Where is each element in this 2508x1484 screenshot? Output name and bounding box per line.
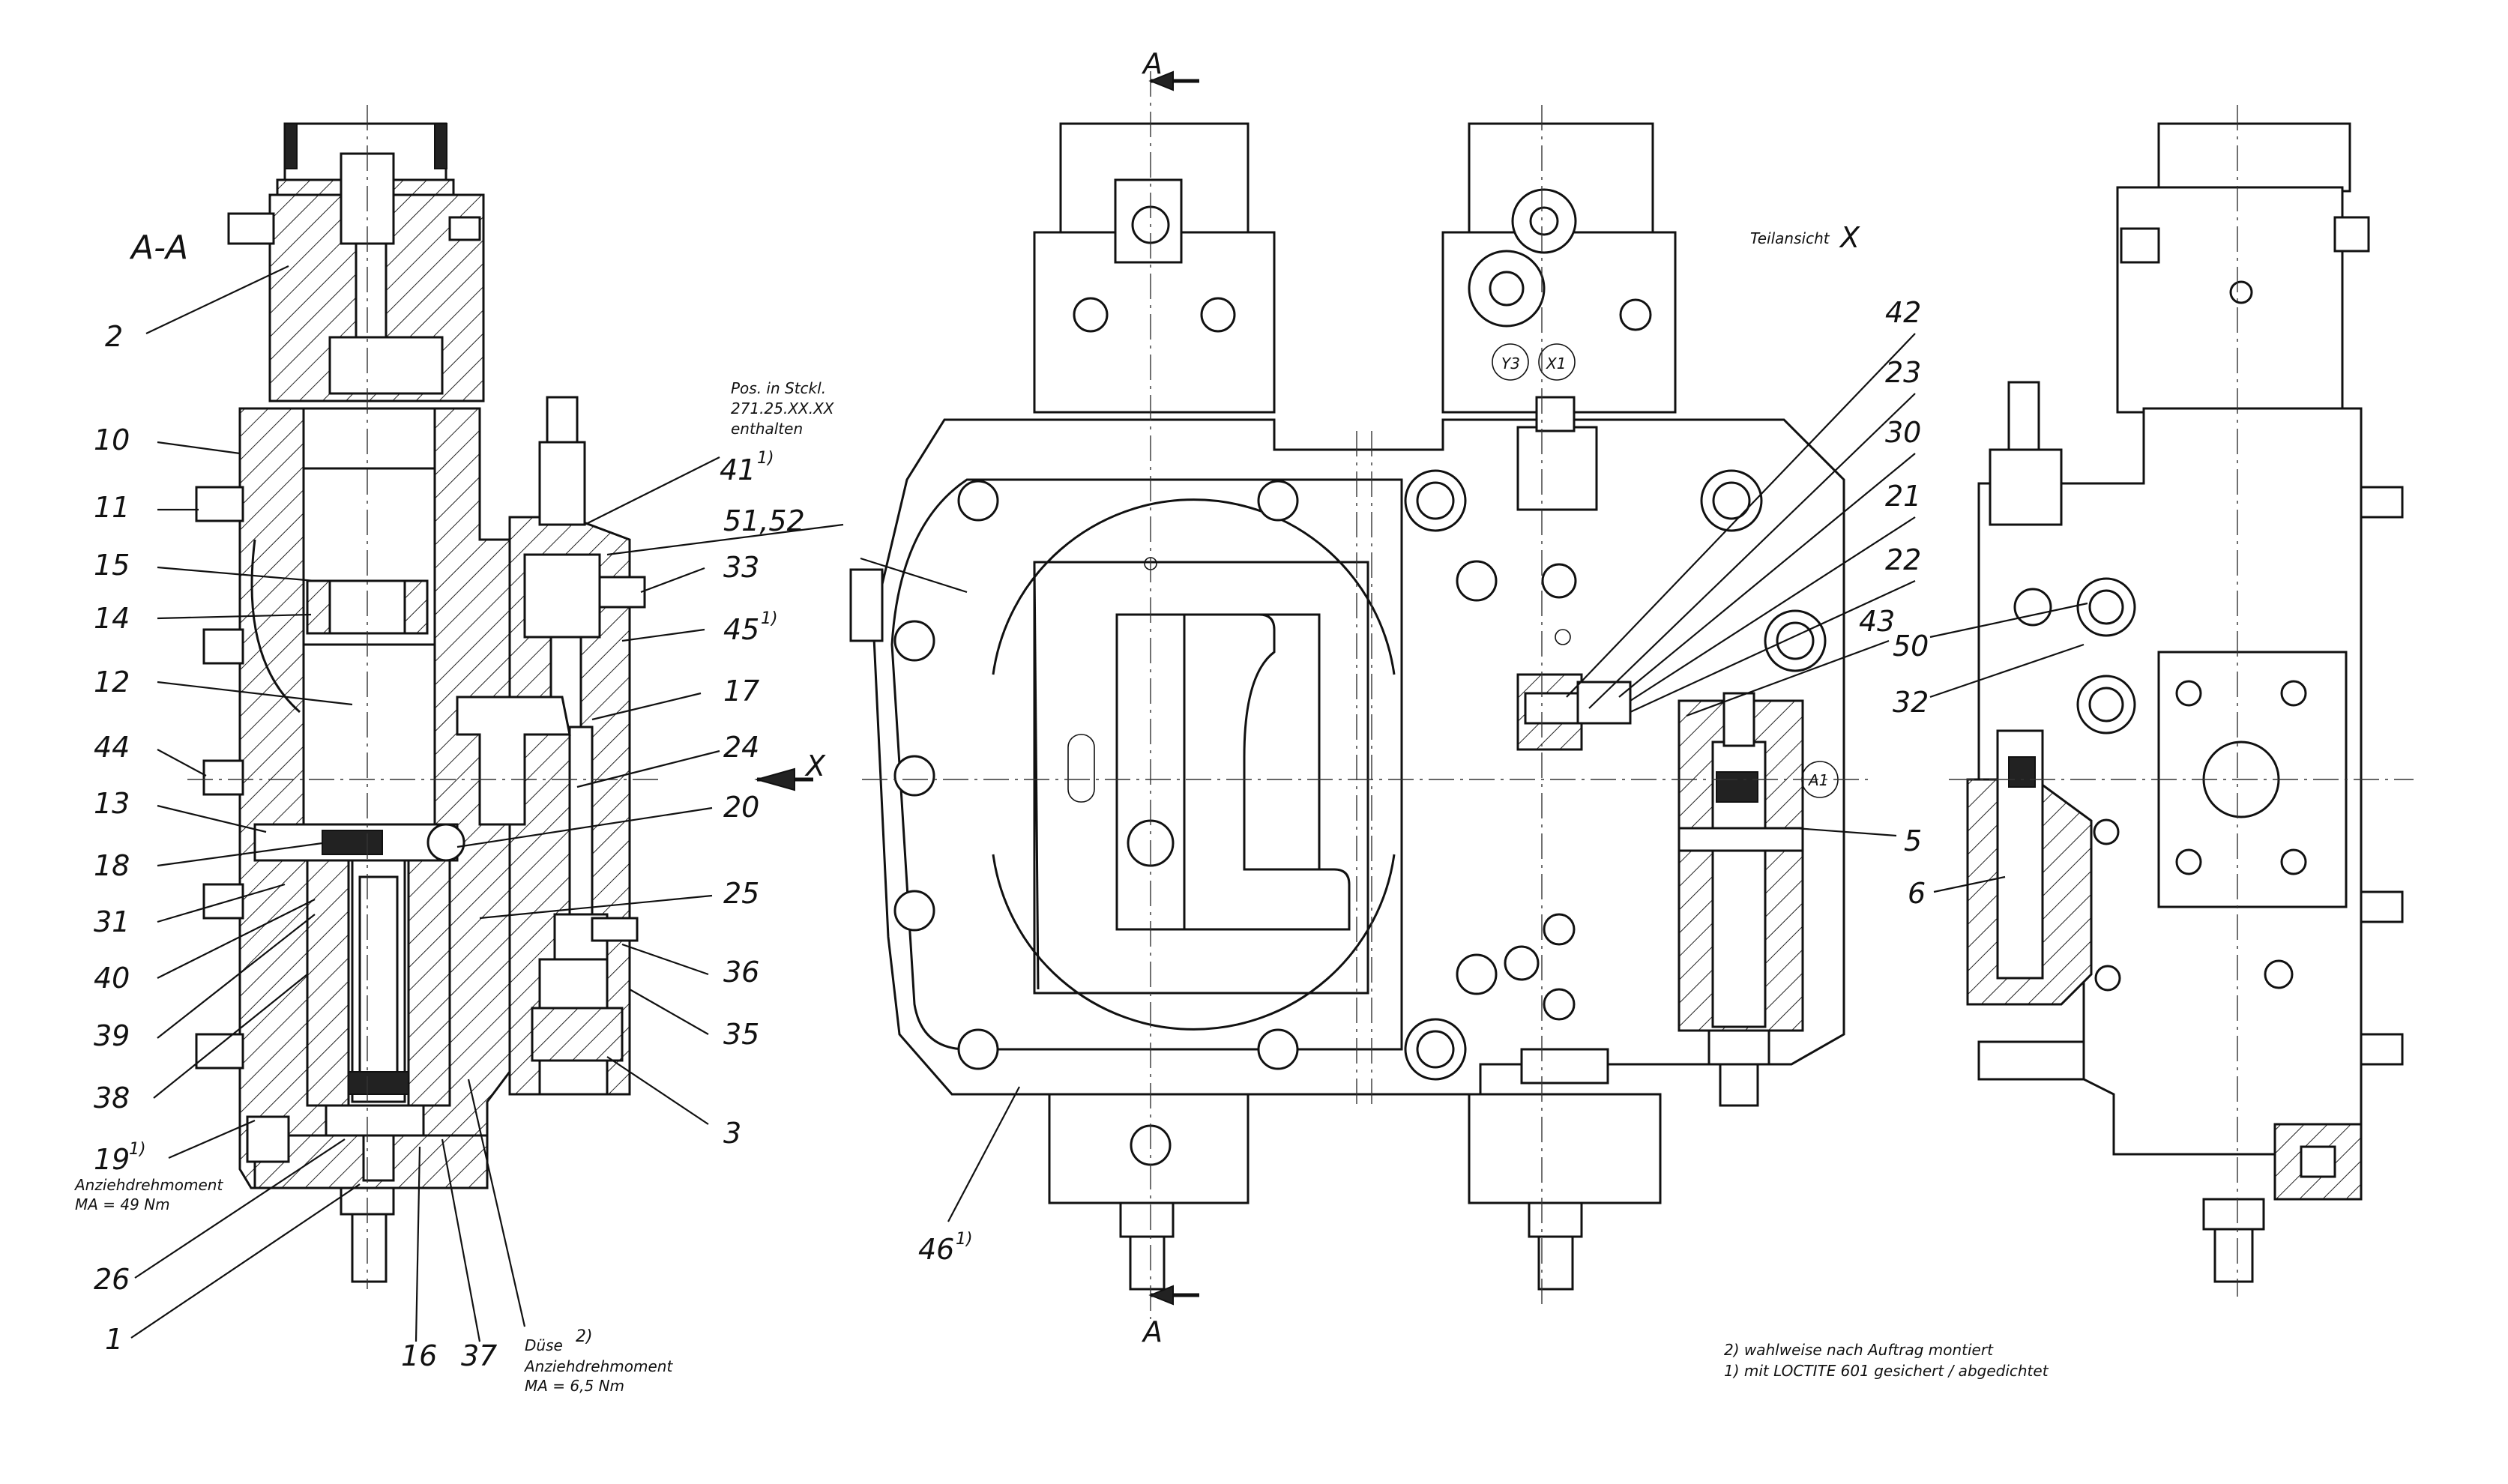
pos-23: 23 (1885, 356, 1921, 389)
pos-31: 31 (94, 905, 130, 938)
pos-33: 33 (723, 551, 759, 584)
pos-12: 12 (94, 666, 130, 699)
pos-20: 20 (723, 791, 759, 824)
pos-41: 41 (720, 453, 756, 486)
pos-3: 3 (723, 1117, 741, 1150)
pos-44: 44 (94, 731, 130, 764)
partial-view-label: Teilansicht (1750, 229, 1830, 247)
pos-5: 5 (1904, 824, 1922, 857)
pos-46-sup: 1) (956, 1230, 973, 1249)
section-view-a-a (187, 105, 660, 1289)
note-duese-sup: 2) (576, 1327, 593, 1346)
pos-19: 19 (94, 1143, 130, 1176)
pos-41-sup: 1) (757, 449, 774, 468)
pos-26: 26 (94, 1263, 130, 1296)
pos-24: 24 (723, 731, 759, 764)
pos-13: 13 (94, 787, 130, 820)
pos-37: 37 (461, 1339, 497, 1372)
note-pos-list-1: Pos. in Stckl. (731, 379, 826, 397)
note-duese-3: MA = 6,5 Nm (525, 1377, 624, 1395)
front-view (754, 70, 1874, 1319)
section-mark-bottom: A (1141, 1315, 1163, 1348)
pos-45: 45 (723, 613, 759, 646)
pos-21: 21 (1885, 480, 1921, 513)
port-y3: Y3 (1501, 355, 1520, 372)
pos-51-52: 51,52 (723, 504, 805, 537)
pos-50: 50 (1893, 630, 1929, 663)
labels: A-A Teilansicht X X A A 2 10 11 15 14 12… (73, 47, 2049, 1395)
note-duese-2: Anziehdrehmoment (523, 1357, 673, 1375)
pos-15: 15 (94, 549, 130, 582)
footnote-2: 2) wahlweise nach Auftrag montiert (1724, 1341, 1994, 1359)
pos-14: 14 (94, 602, 130, 635)
note-pos-list-3: enthalten (731, 420, 803, 438)
pos-39: 39 (94, 1019, 130, 1052)
pos-6: 6 (1908, 877, 1926, 910)
note-torque-19-1: Anziehdrehmoment (73, 1176, 223, 1194)
footnote-1: 1) mit LOCTITE 601 gesichert / abgedicht… (1724, 1362, 2049, 1380)
note-duese-1: Düse (525, 1336, 563, 1354)
note-torque-19-2: MA = 49 Nm (75, 1195, 170, 1213)
pos-2: 2 (105, 320, 123, 353)
pos-16: 16 (401, 1339, 437, 1372)
section-mark-top: A (1141, 47, 1163, 80)
leader-lines (130, 265, 2088, 1342)
side-view (1949, 105, 2414, 1297)
pos-40: 40 (94, 962, 130, 995)
port-a1: A1 (1807, 771, 1828, 789)
pos-19-sup: 1) (129, 1140, 146, 1159)
pos-10: 10 (94, 423, 130, 456)
pos-25: 25 (723, 877, 759, 910)
note-pos-list-2: 271.25.XX.XX (731, 399, 835, 417)
pos-17: 17 (723, 675, 759, 708)
pos-18: 18 (94, 849, 130, 882)
section-label: A-A (129, 229, 188, 267)
pos-1: 1 (105, 1323, 123, 1356)
pos-43: 43 (1859, 605, 1895, 638)
pos-30: 30 (1885, 416, 1921, 449)
pos-22: 22 (1885, 543, 1921, 576)
partial-view-letter: X (1839, 221, 1860, 254)
pos-32: 32 (1893, 686, 1929, 719)
view-x-label: X (804, 749, 826, 782)
pos-45-sup: 1) (761, 609, 778, 628)
pos-42: 42 (1885, 296, 1921, 329)
pos-35: 35 (723, 1018, 759, 1051)
pos-38: 38 (94, 1082, 130, 1114)
pos-11: 11 (94, 491, 130, 524)
pos-46: 46 (918, 1233, 954, 1266)
pos-36: 36 (723, 956, 759, 989)
port-x1: X1 (1546, 355, 1566, 372)
